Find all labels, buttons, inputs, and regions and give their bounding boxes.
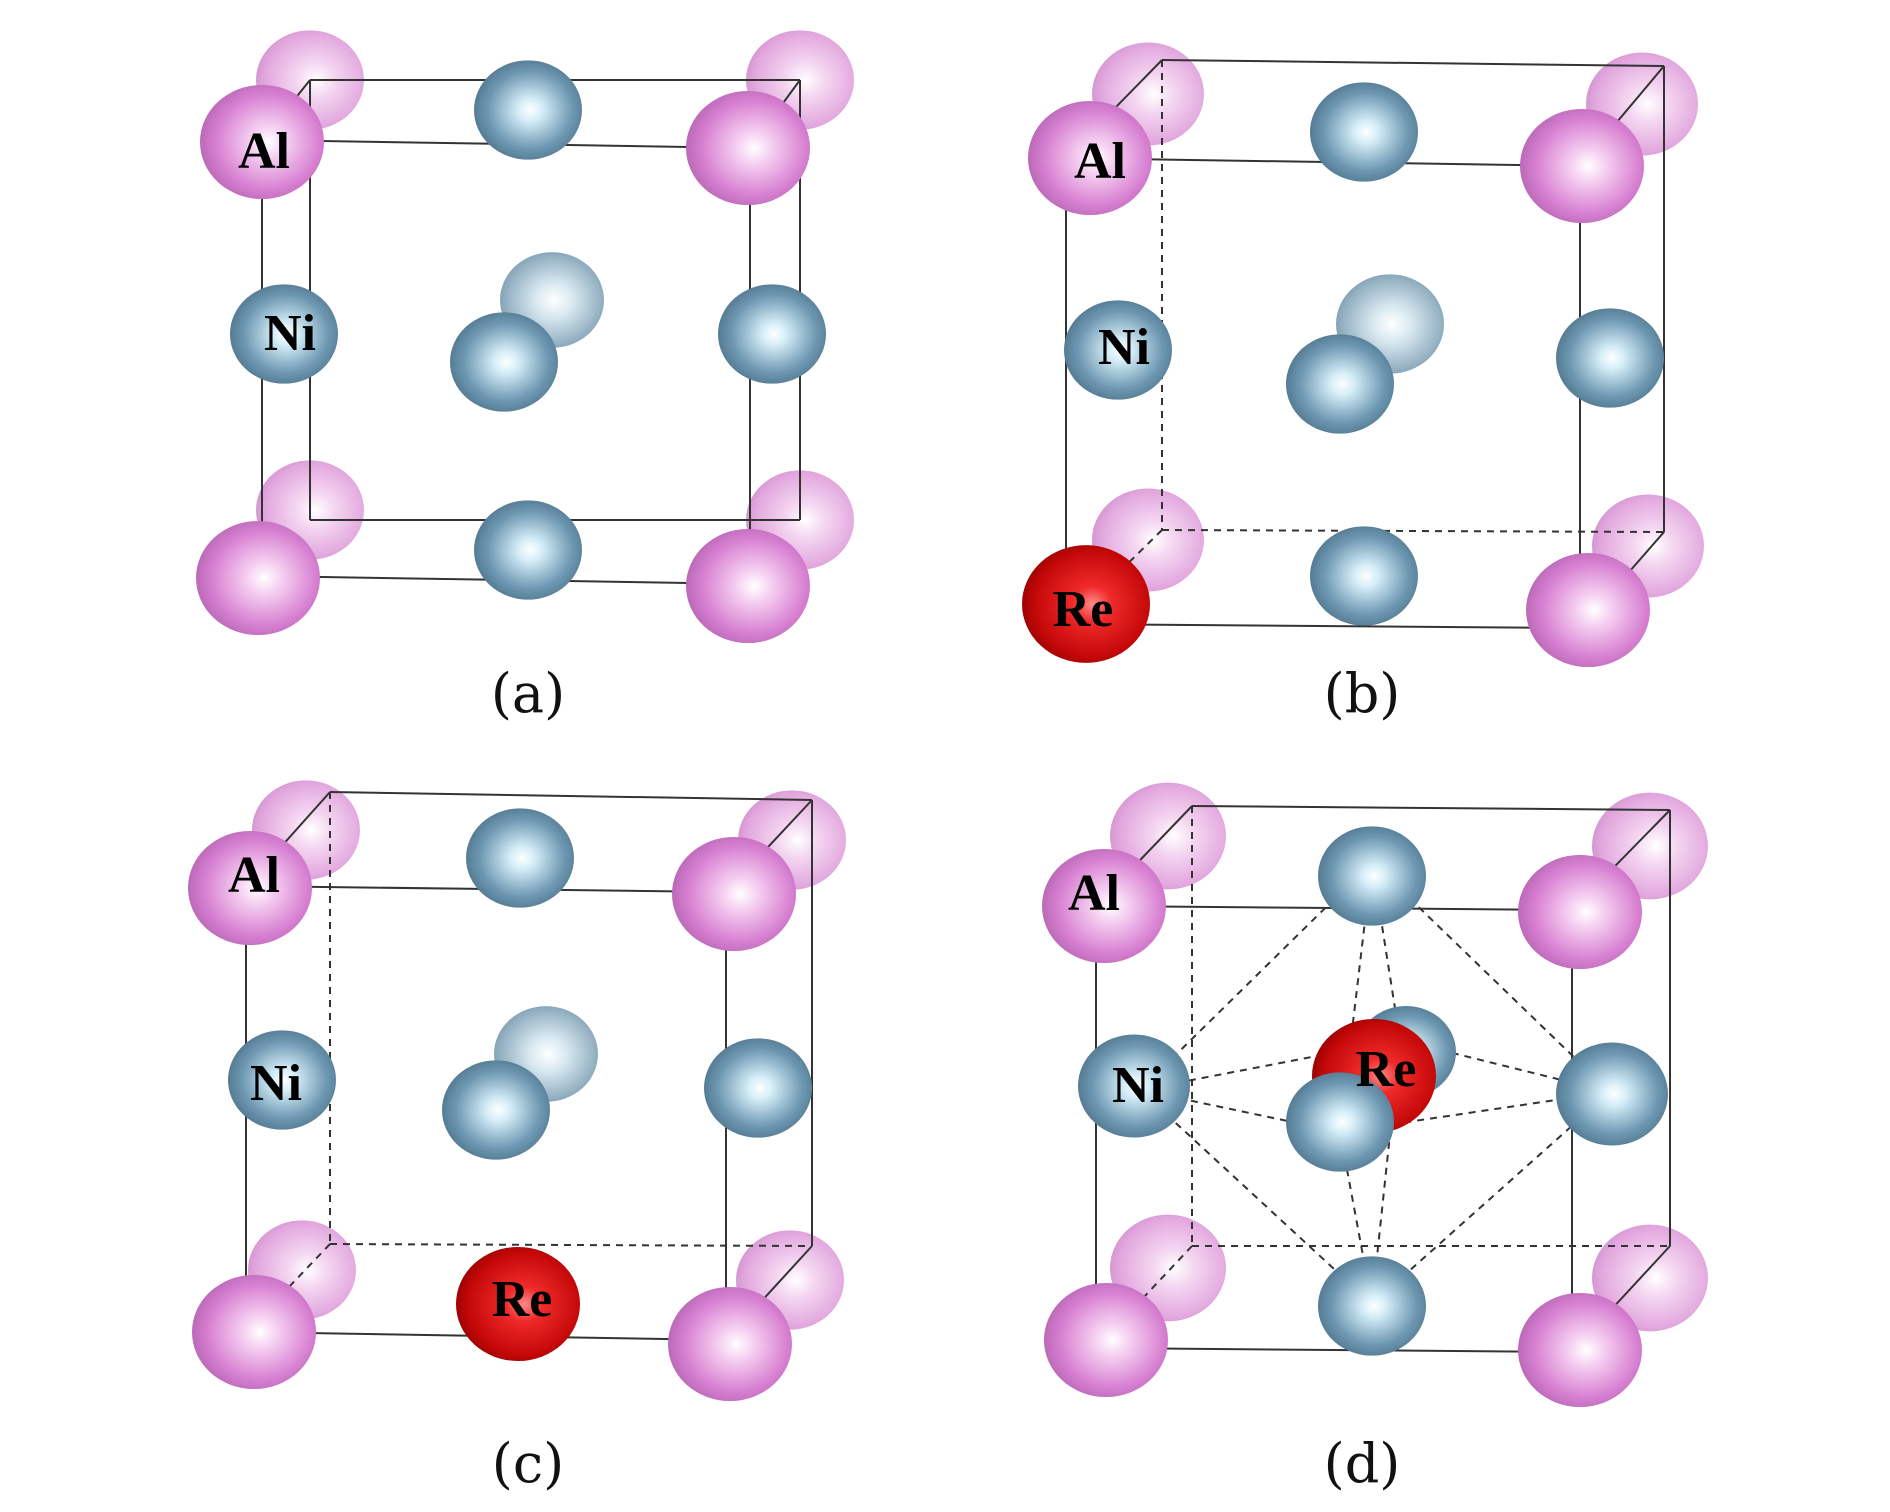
- ni-atom: [474, 60, 582, 160]
- al-atom: [1042, 848, 1166, 964]
- panel-c-atoms: [188, 808, 812, 1402]
- cell-edge: [1095, 1347, 1573, 1353]
- octahedron-edge: [1139, 1089, 1373, 1305]
- panel-c-ni-label: Ni: [250, 1055, 302, 1112]
- al-atom: [188, 830, 312, 946]
- ni-atom: [1556, 1042, 1668, 1146]
- cell-edge: [1065, 623, 1581, 629]
- cell-edge-hidden: [1161, 529, 1665, 533]
- ni-atom: [1310, 82, 1418, 182]
- panel-labels: (a) (b) (c) (d): [491, 662, 1401, 1495]
- al-atom: [192, 1274, 316, 1390]
- panel-b-al-label: Al: [1074, 133, 1126, 190]
- al-atom: [1520, 108, 1644, 224]
- al-atom: [1028, 100, 1152, 216]
- al-atom: [686, 528, 810, 644]
- panel-d-re-label: Re: [1356, 1041, 1417, 1098]
- cell-edge: [1161, 59, 1665, 67]
- ni-atom: [1318, 1256, 1426, 1356]
- panel-c-re-label: Re: [492, 1271, 553, 1328]
- ni-atom: [474, 500, 582, 600]
- ni-atom: [466, 808, 574, 908]
- panel-d-label: (d): [1324, 1432, 1401, 1495]
- panel-b-ni-label: Ni: [1098, 319, 1150, 376]
- panel-c-label: (c): [492, 1432, 564, 1495]
- panel-b-label: (b): [1324, 662, 1401, 725]
- panel-c: [188, 780, 846, 1402]
- ni-atom: [228, 1030, 336, 1130]
- panel-a: [196, 30, 854, 644]
- ni-atom: [1286, 1072, 1394, 1172]
- panel-a-atoms: [196, 60, 826, 644]
- al-atom: [1518, 854, 1642, 970]
- panel-b-atoms: [1022, 82, 1664, 668]
- ni-atom: [1310, 526, 1418, 626]
- al-atom: [672, 836, 796, 952]
- ni-atom: [1286, 334, 1394, 434]
- cell-edge: [1191, 805, 1671, 811]
- al-atom: [668, 1286, 792, 1402]
- al-atom: [200, 84, 324, 200]
- panel-c-al-label: Al: [228, 847, 280, 904]
- panel-a-label: (a): [491, 662, 565, 725]
- al-atom: [196, 520, 320, 636]
- ni-atom: [1318, 826, 1426, 926]
- atom-labels: Al Ni Al Ni Re Al Ni Re Al Ni Re: [228, 123, 1416, 1328]
- panel-d-al-label: Al: [1068, 865, 1120, 922]
- panel-c-cell: [245, 791, 813, 1341]
- re-atom: [1022, 545, 1150, 663]
- panel-d-atoms: [1042, 826, 1668, 1408]
- ni-atom: [1556, 308, 1664, 408]
- panel-d-ni-label: Ni: [1112, 1057, 1164, 1114]
- ni-atom: [704, 1038, 812, 1138]
- ni-atom: [1078, 1034, 1190, 1138]
- ni-atom: [450, 312, 558, 412]
- cell-edge-hidden: [329, 1243, 813, 1247]
- panel-d-cell: [1095, 805, 1671, 1353]
- panel-b-re-label: Re: [1053, 581, 1114, 638]
- octahedron-edge: [1399, 1039, 1611, 1093]
- ni-atom: [1064, 300, 1172, 400]
- panel-d: [1042, 782, 1708, 1408]
- al-atom-back: [1592, 1224, 1708, 1332]
- panel-a-al-label: Al: [238, 123, 290, 180]
- panel-a-ni-label: Ni: [264, 305, 316, 362]
- panels-group: [188, 30, 1708, 1408]
- ni-atom: [718, 284, 826, 384]
- al-atom: [1518, 1292, 1642, 1408]
- al-atom: [1526, 552, 1650, 668]
- cell-edge: [329, 791, 813, 801]
- ni-atom: [442, 1060, 550, 1160]
- re-atom: [456, 1246, 580, 1362]
- panel-b: [1022, 42, 1704, 668]
- al-atom: [686, 90, 810, 206]
- al-atom: [1044, 1282, 1168, 1398]
- ni-atom: [230, 284, 338, 384]
